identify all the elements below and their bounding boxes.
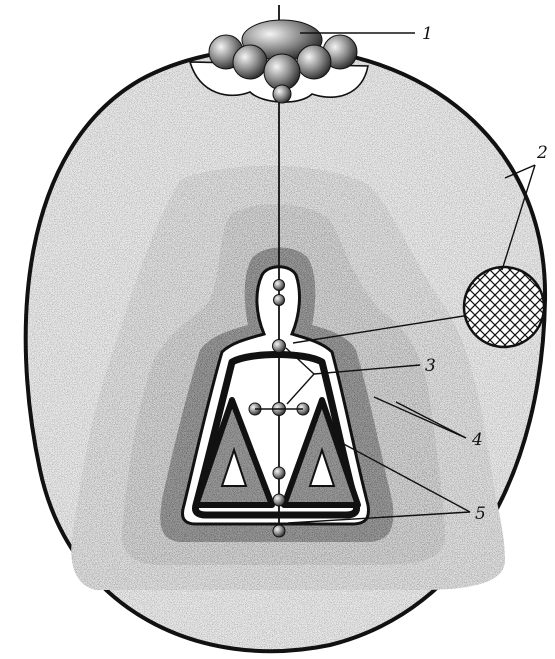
node-sacral bbox=[273, 494, 285, 506]
label-3: 3 bbox=[425, 356, 436, 376]
node-brow bbox=[274, 295, 285, 306]
node-crown bbox=[274, 280, 285, 291]
label-4: 4 bbox=[471, 430, 483, 450]
label-2: 2 bbox=[536, 143, 548, 163]
label-1: 1 bbox=[422, 24, 433, 44]
label-5: 5 bbox=[475, 504, 486, 524]
node-root bbox=[273, 525, 285, 537]
node-solar bbox=[273, 467, 285, 479]
node-throat bbox=[273, 340, 286, 353]
